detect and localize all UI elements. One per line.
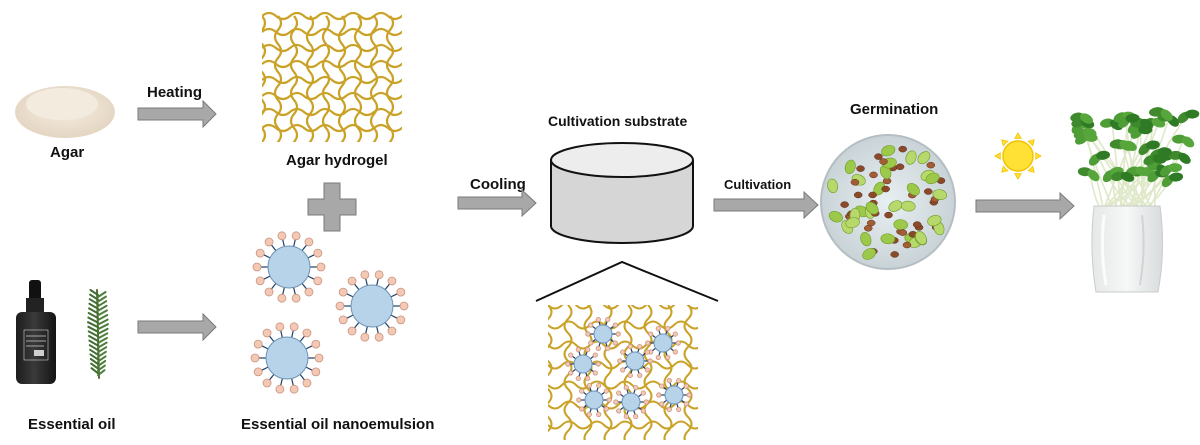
agar-label: Agar <box>50 144 85 161</box>
rosemary-sprig-image <box>87 289 109 379</box>
agar-hydrogel-label: Agar hydrogel <box>286 152 388 169</box>
nanoemulsion-droplets <box>250 231 409 394</box>
essential-oil-arrow <box>137 312 217 342</box>
essential-oil-label: Essential oil <box>28 416 116 433</box>
plus-sign <box>307 182 357 232</box>
sun-icon <box>994 132 1042 180</box>
essential-oil-bottle-image <box>16 280 56 384</box>
composite-network-zoom <box>548 305 698 440</box>
heating-arrow <box>137 99 217 129</box>
cultivation-label: Cultivation <box>724 177 792 192</box>
cultivation-substrate-label: Cultivation substrate <box>548 113 688 129</box>
agar-powder-image <box>15 86 115 138</box>
cooling-arrow <box>457 188 537 218</box>
nanoemulsion-label: Essential oil nanoemulsion <box>241 416 435 433</box>
growth-arrow <box>975 191 1075 221</box>
microgreens-pot-image <box>1070 107 1200 293</box>
germination-label: Germination <box>850 101 939 118</box>
zoom-callout-lines <box>535 260 719 302</box>
cultivation-arrow <box>713 190 819 220</box>
germination-dish-image <box>820 134 956 270</box>
heating-label: Heating <box>147 84 203 101</box>
agar-hydrogel-network <box>262 12 402 142</box>
cooling-label: Cooling <box>470 176 526 193</box>
substrate-cylinder <box>550 142 694 244</box>
